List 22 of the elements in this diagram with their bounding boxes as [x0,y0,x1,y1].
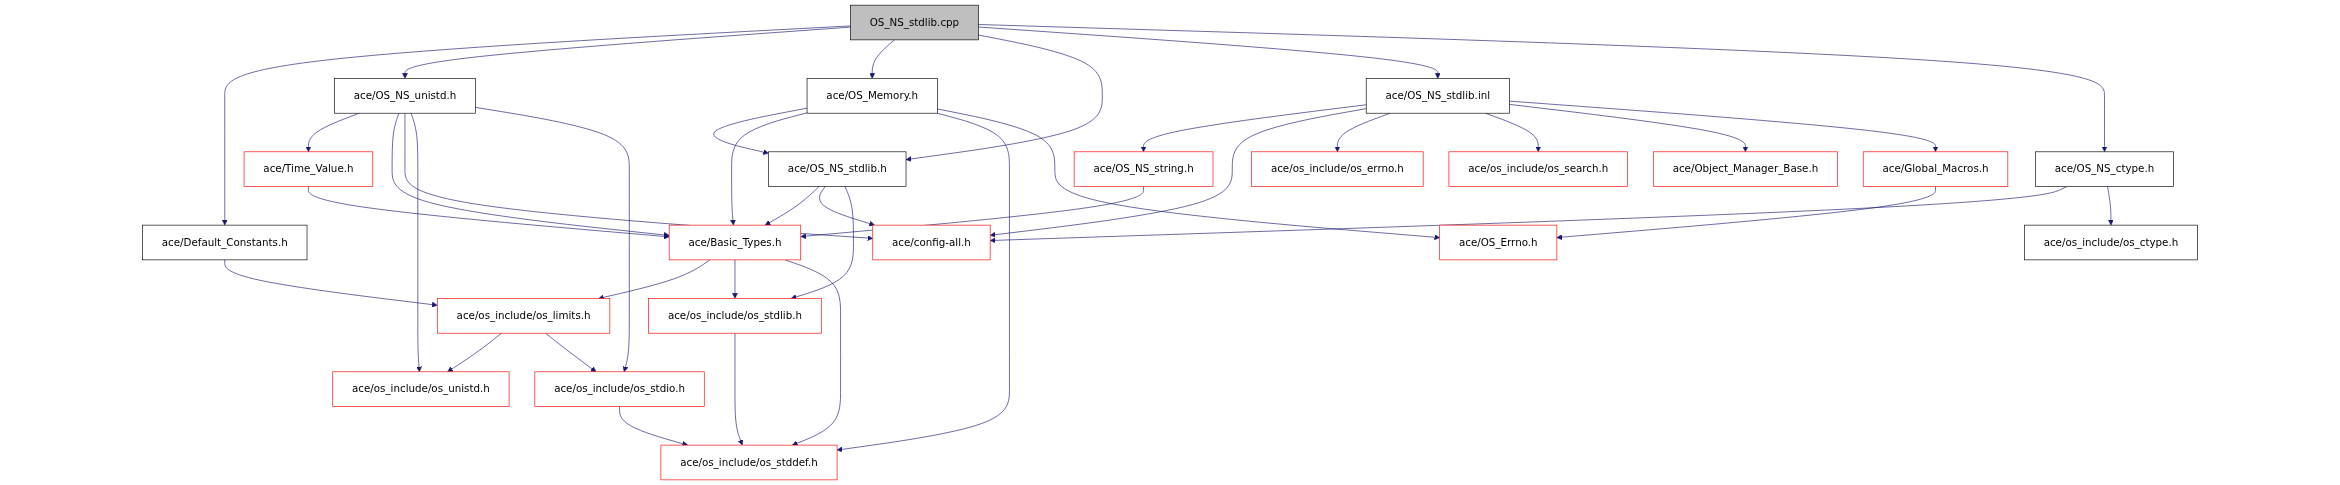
node-box: ace/os_include/os_stdio.h [534,371,705,407]
node-box: ace/os_include/os_limits.h [437,298,611,334]
node-box: ace/os_include/os_ctype.h [2024,224,2198,261]
node-box: ace/os_include/os_stddef.h [660,444,838,481]
node-box: ace/OS_NS_stdlib.inl [1365,78,1510,114]
node-box: ace/OS_NS_stdlib.h [768,151,907,187]
node-box: ace/OS_NS_unistd.h [334,78,476,114]
node-box: ace/Basic_Types.h [668,224,802,261]
node-box: ace/os_include/os_errno.h [1251,151,1424,187]
node-box: ace/os_include/os_unistd.h [332,371,510,407]
node-box: ace/OS_NS_string.h [1073,151,1214,187]
node-box: ace/Time_Value.h [243,151,374,187]
node-box: ace/Global_Macros.h [1862,151,2009,187]
node-box: OS_NS_stdlib.cpp [850,4,979,41]
node-box: ace/OS_NS_ctype.h [2035,151,2174,187]
node-box: ace/config-all.h [872,224,991,261]
node-box: ace/OS_Memory.h [806,78,938,114]
node-box: ace/Default_Constants.h [142,224,308,261]
node-box: ace/Object_Manager_Base.h [1653,151,1838,187]
node-box: ace/os_include/os_search.h [1448,151,1628,187]
node-box: ace/OS_Errno.h [1439,224,1558,261]
node-box: ace/os_include/os_stdlib.h [648,298,822,334]
